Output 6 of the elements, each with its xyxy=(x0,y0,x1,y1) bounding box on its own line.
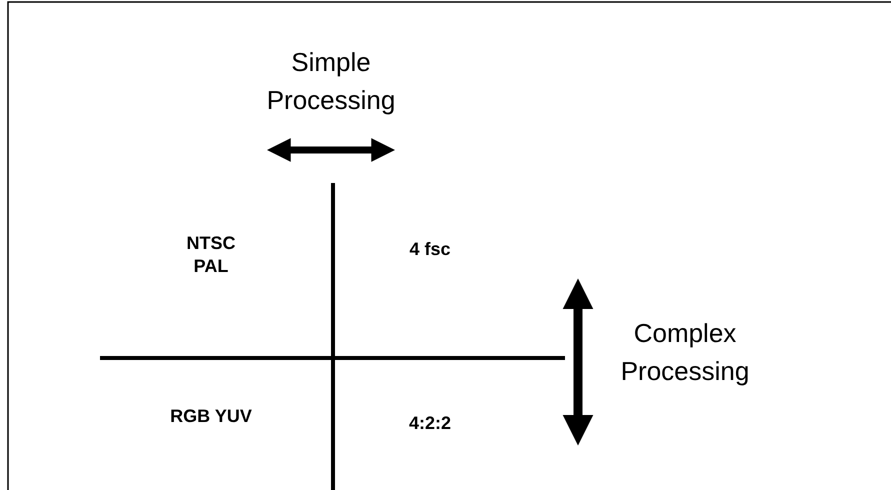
axis-title: Simple Processing xyxy=(266,46,396,117)
quadrant-label: 4:2:2 xyxy=(408,412,452,435)
quadrant-label: NTSC PAL xyxy=(186,232,236,278)
quadrant-label: RGB YUV xyxy=(170,405,252,428)
axis-title: Complex Processing xyxy=(620,317,750,388)
quadrant-label: 4 fsc xyxy=(408,238,452,261)
